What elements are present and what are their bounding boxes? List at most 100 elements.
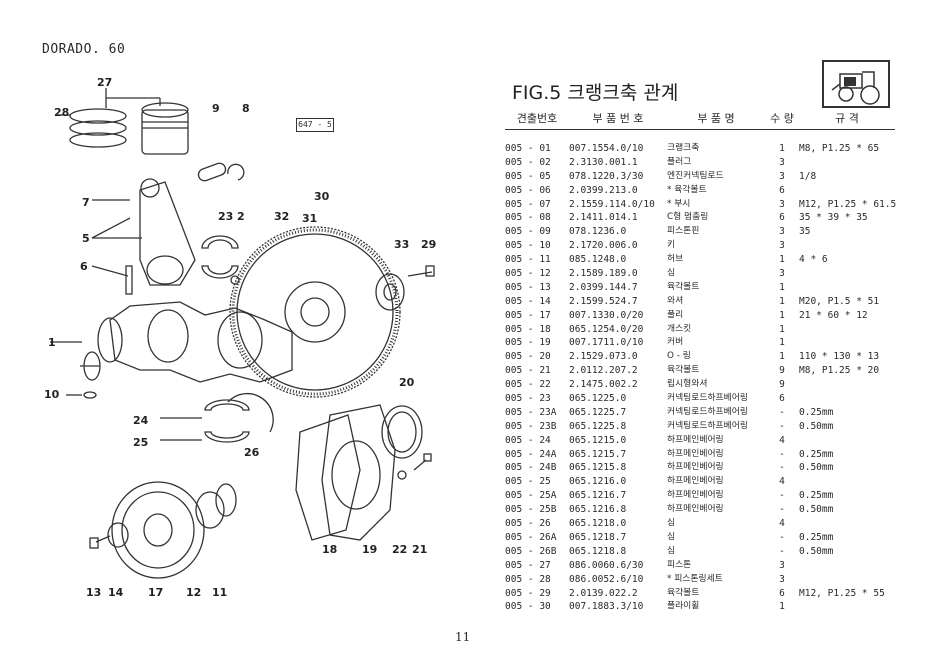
- cell-spec: M12, P1.25 * 55: [799, 587, 885, 599]
- cell-ref-number: 005 - 26: [505, 518, 551, 530]
- callout-26: 26: [244, 446, 260, 459]
- cell-quantity: 3: [779, 240, 785, 252]
- cell-part-name: 하프메인베어링: [667, 434, 724, 445]
- cell-quantity: -: [779, 545, 785, 557]
- cell-quantity: -: [779, 420, 785, 432]
- cell-part-number: 065.1215.0: [569, 434, 627, 446]
- callout-28: 28: [54, 106, 70, 119]
- cell-spec: M8, P1.25 * 65: [799, 143, 880, 154]
- cell-part-name: O - 링: [667, 351, 691, 362]
- cell-ref-number: 005 - 26B: [505, 545, 557, 557]
- plate-code-tag: 647 - 5: [296, 118, 334, 132]
- cell-part-number: 065.1225.8: [569, 420, 627, 432]
- callout-13: 13: [86, 586, 102, 599]
- cell-part-number: 065.1225.0: [569, 393, 627, 405]
- cell-part-number: 2.1559.114.0/10: [569, 198, 655, 210]
- cell-part-name: * 피스톤링세트: [667, 573, 723, 584]
- cell-part-number: 2.0139.022.2: [569, 587, 638, 599]
- table-header: 견출번호 부 품 번 호 부 품 명 수 량 규 격: [505, 110, 895, 130]
- tractor-thumbnail: [822, 60, 890, 108]
- cell-part-name: 와셔: [667, 295, 684, 306]
- callout-2: 2: [237, 210, 245, 223]
- cell-ref-number: 005 - 29: [505, 587, 551, 599]
- cell-quantity: 6: [779, 393, 785, 405]
- cell-part-name: 플라이휠: [667, 601, 700, 612]
- cell-part-name: 하프메인베어링: [667, 462, 724, 473]
- cell-spec: [799, 434, 895, 448]
- cell-ref-number: 005 - 13: [505, 281, 551, 293]
- cell-part-name: 커버: [667, 337, 684, 348]
- cell-ref-number: 005 - 18: [505, 323, 551, 335]
- cell-quantity: 1: [779, 309, 785, 321]
- cell-quantity: 3: [779, 573, 785, 585]
- cell-part-number: 2.1720.006.0: [569, 240, 638, 252]
- cell-quantity: 9: [779, 365, 785, 377]
- cell-part-name: 커넥팅로드하프베어링: [667, 406, 748, 417]
- cell-part-number: 2.1599.524.7: [569, 295, 638, 307]
- cell-part-name: 커넥팅로드하프베어링: [667, 393, 748, 404]
- cell-part-number: 2.0399.213.0: [569, 184, 638, 196]
- cell-part-number: 2.1475.002.2: [569, 379, 638, 391]
- cell-ref-number: 005 - 09: [505, 226, 551, 238]
- cell-part-name: 피스톤핀: [667, 226, 700, 237]
- callout-19: 19: [362, 543, 378, 556]
- cell-part-number: 065.1216.0: [569, 476, 627, 488]
- cell-part-number: 065.1218.8: [569, 545, 627, 557]
- cell-part-name: 심: [667, 531, 676, 542]
- cell-part-number: 007.1883.3/10: [569, 601, 644, 613]
- cell-ref-number: 005 - 01: [505, 143, 551, 154]
- cell-spec: 4 * 6: [799, 254, 828, 266]
- callout-14: 14: [108, 586, 124, 599]
- cell-part-number: 065.1215.7: [569, 448, 627, 460]
- cell-part-number: 065.1215.8: [569, 462, 627, 474]
- header-ref-number: 견출번호: [516, 112, 558, 125]
- cell-part-name: 육각볼트: [667, 587, 700, 598]
- callout-31: 31: [302, 212, 318, 225]
- cell-spec: 35 * 39 * 35: [799, 212, 868, 224]
- cell-ref-number: 005 - 12: [505, 268, 551, 280]
- cell-part-name: 풀리: [667, 309, 684, 320]
- cell-part-number: 007.1554.0/10: [569, 143, 644, 154]
- cell-part-name: 심: [667, 518, 676, 529]
- cell-part-name: 하프메인베어링: [667, 490, 724, 501]
- cell-quantity: 6: [779, 587, 785, 599]
- callout-25: 25: [133, 436, 149, 449]
- cell-part-name: 플러그: [667, 156, 692, 167]
- cell-spec: 21 * 60 * 12: [799, 309, 868, 321]
- cell-part-number: 085.1248.0: [569, 254, 627, 266]
- callout-12: 12: [186, 586, 202, 599]
- cell-quantity: -: [779, 462, 785, 474]
- cell-quantity: -: [779, 406, 785, 418]
- callout-20: 20: [399, 376, 415, 389]
- cell-quantity: 6: [779, 184, 785, 196]
- cell-spec: [799, 184, 895, 198]
- cell-ref-number: 005 - 19: [505, 337, 551, 349]
- cell-part-number: 2.0399.144.7: [569, 281, 638, 293]
- cell-spec: [799, 267, 895, 281]
- cell-quantity: 1: [779, 281, 785, 293]
- exploded-diagram: [50, 88, 435, 579]
- callout-21: 21: [412, 543, 428, 556]
- cell-spec: [799, 336, 895, 350]
- cell-spec: [799, 156, 895, 170]
- cell-ref-number: 005 - 02: [505, 156, 551, 168]
- cell-quantity: 1: [779, 601, 785, 613]
- cell-ref-number: 005 - 25A: [505, 490, 557, 502]
- cell-quantity: 1: [779, 295, 785, 307]
- cell-part-number: 078.1236.0: [569, 226, 627, 238]
- cell-part-number: 2.0112.207.2: [569, 365, 638, 377]
- cell-spec: 0.50mm: [799, 504, 834, 516]
